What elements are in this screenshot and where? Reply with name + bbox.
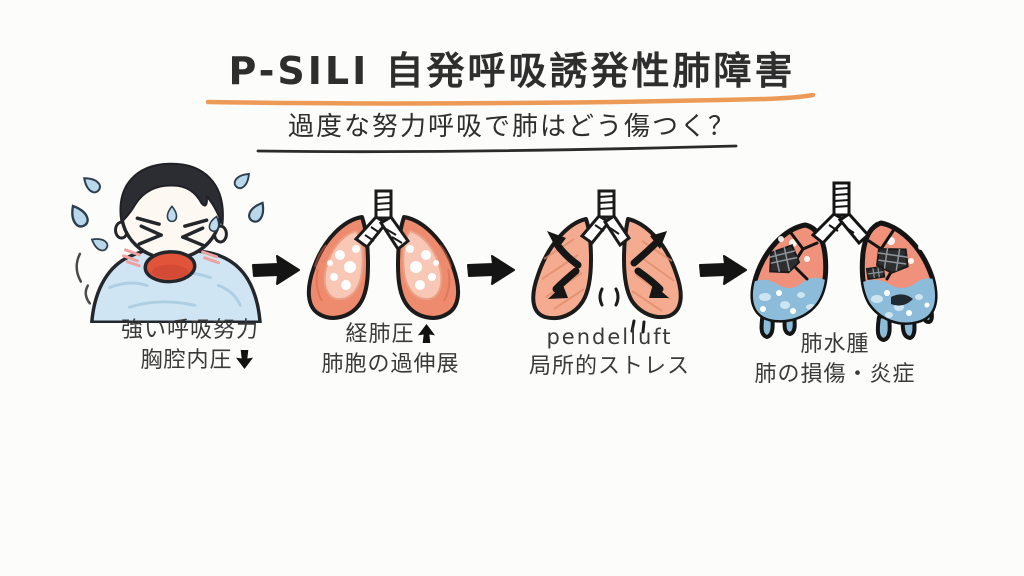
stage-label-transpulmonary-pressure: 経肺圧 肺胞の過伸展: [321, 322, 460, 377]
patient-head: [114, 162, 228, 284]
trachea: [810, 181, 871, 246]
stage-label-pendelluft: pendelluft 局所的ストレス: [528, 325, 690, 379]
title-underline: [205, 93, 816, 106]
trachea: [353, 189, 411, 252]
subtitle-underline: [256, 144, 738, 154]
squeeze-marks: [598, 287, 646, 334]
scrunched-eyes: [135, 216, 209, 248]
patient-straining-illustration: [70, 162, 268, 323]
stage-label-pulmonary-edema: 肺水腫 肺の損傷・炎症: [754, 332, 916, 387]
lungs-overdistension-illustration: [306, 189, 461, 320]
blush-marks: [121, 248, 220, 268]
right-arrow-icon: [252, 255, 300, 285]
trachea: [579, 189, 632, 248]
stage-label-respiratory-effort: 強い呼吸努力 胸腔内圧: [120, 318, 259, 373]
right-arrow-icon: [699, 255, 747, 285]
page-title: P-SILI 自発呼吸誘発性肺障害: [228, 49, 796, 93]
up-arrow-icon: [417, 324, 435, 343]
lungs-edema-illustration: [750, 181, 938, 342]
down-arrow-icon: [235, 350, 253, 369]
pendelluft-arrows: [547, 231, 669, 299]
motion-lines: [75, 252, 92, 305]
damage-patches: [769, 243, 909, 281]
right-arrow-icon: [467, 255, 515, 285]
page-subtitle: 過度な努力呼吸で肺はどう傷つく？: [287, 112, 736, 142]
lungs-pendelluft-illustration: [531, 189, 683, 334]
